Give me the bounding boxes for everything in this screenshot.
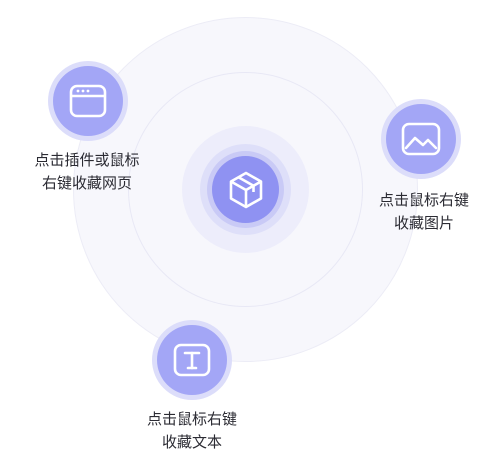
text-t-icon — [173, 343, 211, 377]
web-bookmark-line-2: 右键收藏网页 — [41, 174, 132, 192]
web-bookmark-label: 点击插件或鼠标 右键收藏网页 — [17, 149, 157, 195]
web-bookmark-badge — [48, 61, 128, 141]
image-bookmark-line-1: 点击鼠标右键 — [378, 191, 469, 209]
image-bookmark-badge — [381, 99, 461, 179]
browser-window-icon — [69, 84, 107, 118]
text-bookmark-badge — [152, 320, 232, 400]
cube-icon — [229, 171, 262, 208]
image-bookmark-label: 点击鼠标右键 收藏图片 — [366, 189, 482, 235]
image-bookmark-line-2: 收藏图片 — [393, 214, 454, 232]
text-bookmark-line-1: 点击鼠标右键 — [146, 410, 237, 428]
center-cube-badge — [207, 151, 284, 228]
text-bookmark-label: 点击鼠标右键 收藏文本 — [134, 408, 250, 454]
text-bookmark-line-2: 收藏文本 — [161, 433, 222, 451]
web-bookmark-line-1: 点击插件或鼠标 — [34, 151, 140, 169]
image-icon — [401, 122, 441, 156]
